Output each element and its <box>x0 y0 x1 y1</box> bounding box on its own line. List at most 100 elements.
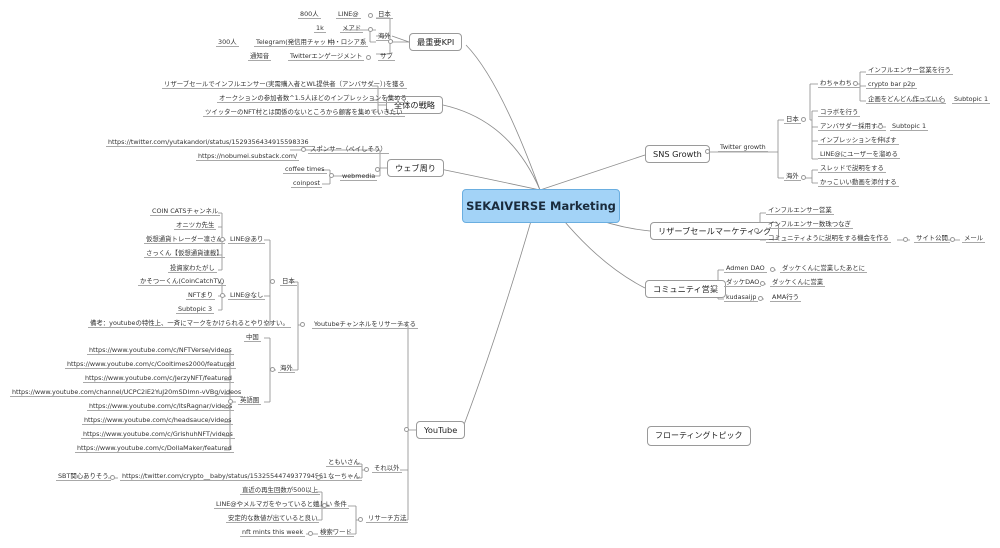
yt-china[interactable]: 中国 <box>244 333 261 343</box>
sponsor-link[interactable]: https://nobumei.substack.com/ <box>196 152 300 162</box>
collapse-toggle[interactable] <box>316 475 321 480</box>
yt-other[interactable]: それ以外 <box>372 464 402 474</box>
webmedia-label[interactable]: webmedia <box>340 172 378 182</box>
collapse-toggle[interactable] <box>368 27 373 32</box>
waku-item[interactable]: 企画をどんどん作っていく <box>866 95 947 105</box>
yt-english-link[interactable]: https://www.youtube.com/c/NFTVerse/video… <box>87 346 234 356</box>
collapse-toggle[interactable] <box>801 117 806 122</box>
yt-english-link[interactable]: https://www.youtube.com/c/headsauce/vide… <box>82 416 234 426</box>
line-yes[interactable]: LINE@あり <box>228 235 266 245</box>
collapse-toggle[interactable] <box>712 285 717 290</box>
mail[interactable]: メール <box>962 234 986 244</box>
kpi-line-at[interactable]: LINE@ <box>336 10 361 20</box>
yt-channel[interactable]: 投資家わたがし <box>168 264 217 274</box>
floating-topic[interactable]: フローティングトピック <box>647 426 751 446</box>
collapse-toggle[interactable] <box>758 296 763 301</box>
youtube-research[interactable]: Youtubeチャンネルをリサーチする <box>312 320 419 330</box>
collapse-toggle[interactable] <box>220 237 225 242</box>
waku-item[interactable]: インフルエンサー営業を行う <box>866 66 953 76</box>
collapse-toggle[interactable] <box>270 367 275 372</box>
topic-youtube[interactable]: YouTube <box>416 421 466 440</box>
topic-kpi[interactable]: 最重要KPI <box>409 33 463 52</box>
collapse-toggle[interactable] <box>228 399 233 404</box>
yt-condition[interactable]: 直近の再生回数が500以上 <box>240 486 321 496</box>
collapse-toggle[interactable] <box>705 149 710 154</box>
yt-channel[interactable]: NFTまり <box>186 291 216 301</box>
jp-item[interactable]: コラボを行う <box>818 108 861 118</box>
yt-channel[interactable]: かそつーくん(CoinCatchTV) <box>138 277 227 287</box>
kpi-value-300[interactable]: 300人 <box>216 38 239 48</box>
collapse-toggle[interactable] <box>770 267 775 272</box>
line-no[interactable]: LINE@なし <box>228 291 266 301</box>
community-note[interactable]: ダッケくんに営業 <box>770 278 826 288</box>
collapse-toggle[interactable] <box>404 427 409 432</box>
topic-reserve-sale[interactable]: リザーブセールマーケティング <box>650 222 780 241</box>
collapse-toggle[interactable] <box>368 13 373 18</box>
collapse-toggle[interactable] <box>375 167 380 172</box>
yt-channel[interactable]: さっくん【仮想通貨連載】 <box>144 249 225 259</box>
strategy-item[interactable]: ツイッターのNFT村とは関係のないところから顧客を集めていきたい <box>203 108 405 118</box>
collapse-toggle[interactable] <box>853 81 858 86</box>
yt-english-link[interactable]: https://www.youtube.com/c/Cooltimes2000/… <box>65 360 237 370</box>
yt-english[interactable]: 英語圏 <box>238 396 262 406</box>
collapse-toggle[interactable] <box>110 475 115 480</box>
kpi-twitter-engagement[interactable]: Twitterエンゲージメント <box>288 52 365 62</box>
yt-nacchan-link[interactable]: https://twitter.com/crypto__baby/status/… <box>120 472 330 482</box>
collapse-toggle[interactable] <box>940 98 945 103</box>
collapse-toggle[interactable] <box>308 531 313 536</box>
yt-channel[interactable]: Subtopic 3 <box>176 305 215 315</box>
yt-sbt[interactable]: SBT関心ありそう <box>56 472 111 482</box>
yt-english-link[interactable]: https://www.youtube.com/channel/UCPC2iE2… <box>10 388 244 398</box>
jp-item[interactable]: アンバサダー採用する <box>818 122 886 132</box>
waku-item[interactable]: crypto bar p2p <box>866 80 918 90</box>
subtopic[interactable]: Subtopic 1 <box>890 122 929 132</box>
collapse-toggle[interactable] <box>300 322 305 327</box>
media-item[interactable]: coffee times <box>283 165 327 175</box>
collapse-toggle[interactable] <box>950 237 955 242</box>
yt-overseas[interactable]: 海外 <box>278 364 295 374</box>
community-name[interactable]: ダッケDAO <box>724 278 762 288</box>
collapse-toggle[interactable] <box>270 279 275 284</box>
kpi-overseas[interactable]: 海外 <box>376 32 393 42</box>
os-item[interactable]: スレッドで説明をする <box>818 164 886 174</box>
strategy-item[interactable]: リザーブセールでインフルエンサー(実需購入者とWL提供者（アンバサダー）)を獲る <box>162 80 407 90</box>
collapse-toggle[interactable] <box>329 173 334 178</box>
yt-conditions[interactable]: 条件 <box>332 500 349 510</box>
jp-item[interactable]: LINE@にユーザーを溜める <box>818 150 901 160</box>
yt-channel[interactable]: 仮想通貨トレーダー凛さん <box>144 235 225 245</box>
reserve-item[interactable]: インフルエンサー営業 <box>766 206 834 216</box>
wachawacha[interactable]: わちゃわちゃ <box>818 79 861 89</box>
kpi-japan[interactable]: 日本 <box>376 10 393 20</box>
community-name[interactable]: Admen DAO <box>724 264 767 274</box>
strategy-item[interactable]: オークションの参加者数^1.5人ほどのインプレッションを集める <box>217 94 409 104</box>
yt-note[interactable]: 備考：youtubeの特性上、一斉にマークをかけられるとやりやすい。 <box>88 319 291 329</box>
topic-sns-growth[interactable]: SNS Growth <box>645 145 710 164</box>
collapse-toggle[interactable] <box>301 147 306 152</box>
community-note[interactable]: AMA行う <box>770 293 802 303</box>
community-note[interactable]: ダッケくんに営業したあとに <box>780 264 868 274</box>
collapse-toggle[interactable] <box>754 228 759 233</box>
yt-method[interactable]: リサーチ方法 <box>366 514 409 524</box>
collapse-toggle[interactable] <box>366 55 371 60</box>
collapse-toggle[interactable] <box>903 237 908 242</box>
yt-english-link[interactable]: https://www.youtube.com/c/GrishuhNFT/vid… <box>81 430 235 440</box>
os-item[interactable]: かっこいい動画を添付する <box>818 178 899 188</box>
yt-keyword[interactable]: nft mints this week <box>240 528 306 538</box>
sns-overseas[interactable]: 海外 <box>784 172 801 182</box>
kpi-notification[interactable]: 通知音 <box>248 52 272 62</box>
twitter-growth[interactable]: Twitter growth <box>718 143 768 153</box>
yt-tomoisan[interactable]: ともいさん <box>326 458 362 468</box>
reserve-item[interactable]: インフルエンサー数珠つなぎ <box>766 220 853 230</box>
topic-community[interactable]: コミュニティ営業 <box>645 280 727 299</box>
kpi-telegram[interactable]: Telegram(発信用チャット) <box>254 38 337 48</box>
collapse-toggle[interactable] <box>878 124 883 129</box>
yt-channel[interactable]: COIN CATSチャンネル <box>150 207 221 217</box>
yt-english-link[interactable]: https://www.youtube.com/c/JerzyNFT/featu… <box>83 374 234 384</box>
collapse-toggle[interactable] <box>388 39 393 44</box>
collapse-toggle[interactable] <box>358 517 363 522</box>
yt-nacchan[interactable]: なーちゃん <box>326 472 362 482</box>
sponsor-label[interactable]: スポンサー（ペイしそう） <box>308 145 389 155</box>
yt-channel[interactable]: オニツカ先生 <box>174 221 217 231</box>
yt-condition[interactable]: LINE@やメルマガをやっていると嬉しい <box>214 500 335 510</box>
site-public[interactable]: サイト公開 <box>914 234 950 244</box>
